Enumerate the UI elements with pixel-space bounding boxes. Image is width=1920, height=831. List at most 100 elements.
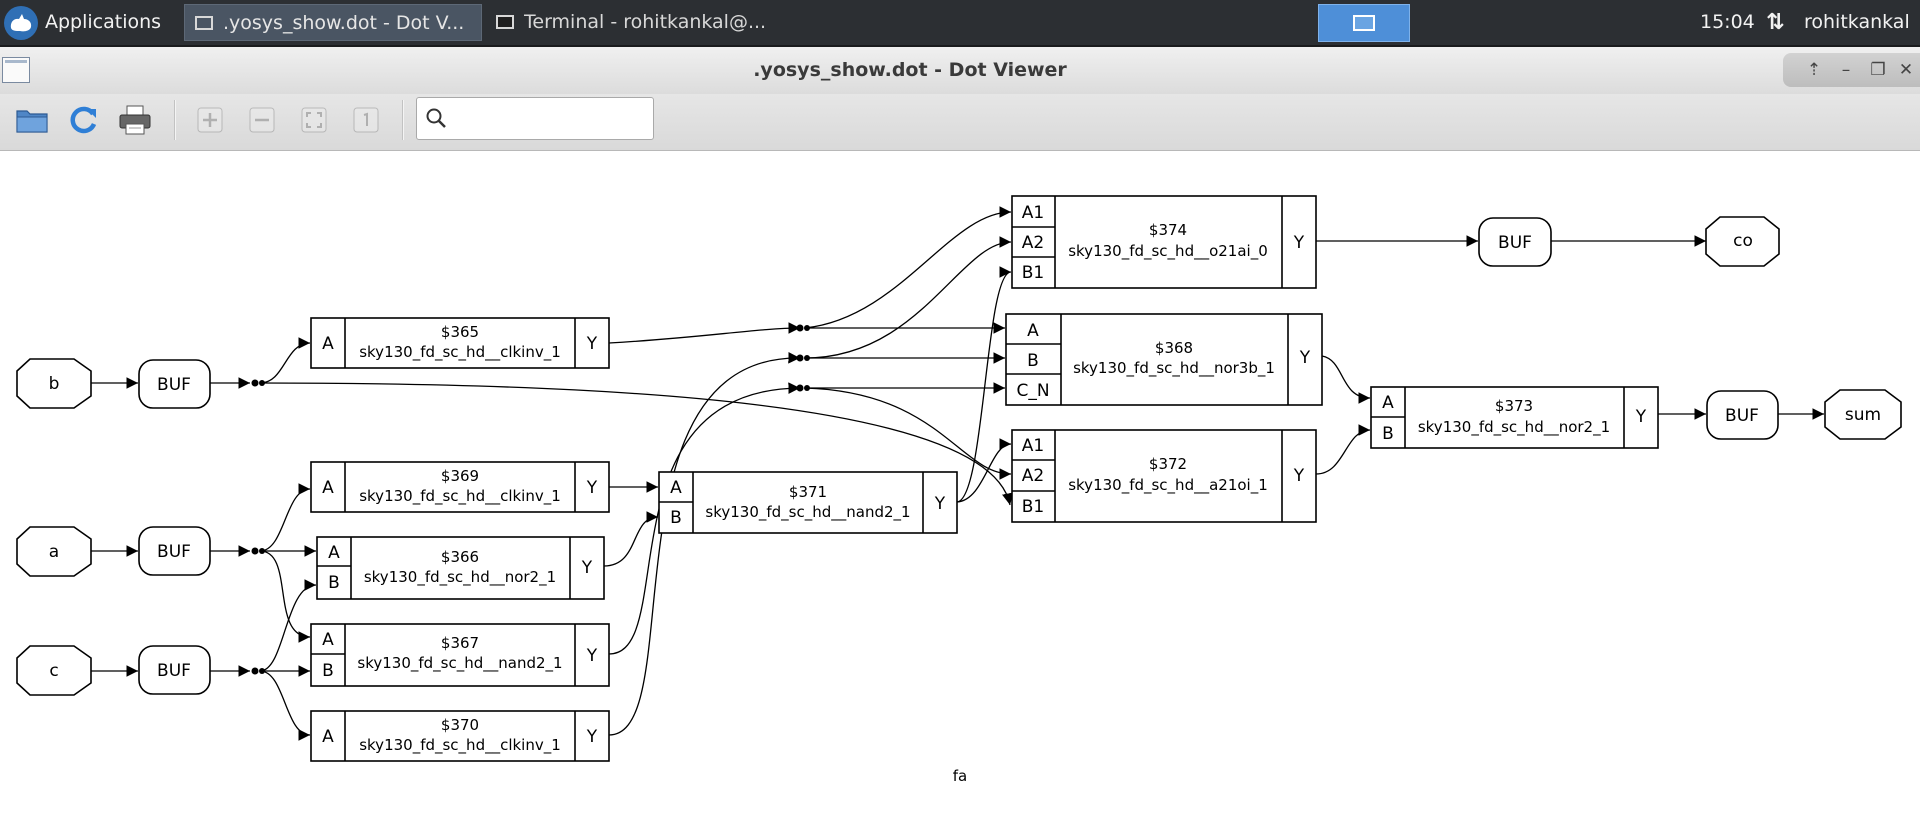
port-label: c — [49, 661, 58, 681]
toolbar — [0, 94, 1920, 151]
network-icon[interactable]: ⇅ — [1766, 10, 1785, 35]
applications-label: Applications — [45, 11, 162, 33]
pin-label: A2 — [1022, 233, 1044, 253]
pin-label: A — [670, 478, 682, 498]
cell-371[interactable]: A B $371 sky130_fd_sc_hd__nand2_1 Y — [658, 471, 958, 534]
pin-label: Y — [934, 494, 946, 514]
top-panel: Applications .yosys_show.dot - Dot V... … — [0, 0, 1920, 47]
zoom-out-button[interactable] — [242, 98, 282, 142]
cell-365[interactable]: A $365 sky130_fd_sc_hd__clkinv_1 Y — [310, 317, 610, 369]
pin-label: B — [1027, 351, 1039, 371]
cell-374[interactable]: A1 A2 B1 $374 sky130_fd_sc_hd__o21ai_0 Y — [1011, 195, 1317, 289]
cell-id: $374 — [1149, 221, 1187, 239]
cell-366[interactable]: A B $366 sky130_fd_sc_hd__nor2_1 Y — [316, 536, 605, 600]
show-desktop-button[interactable] — [1318, 4, 1410, 42]
cell-367[interactable]: A B $367 sky130_fd_sc_hd__nand2_1 Y — [310, 623, 610, 687]
cell-id: $370 — [441, 716, 479, 734]
cell-type: sky130_fd_sc_hd__clkinv_1 — [359, 487, 561, 506]
search-input[interactable] — [451, 103, 650, 135]
pin-label: B — [670, 508, 682, 528]
pin-label: Y — [586, 478, 598, 498]
output-port-co[interactable]: co — [1705, 216, 1780, 267]
pin-label: B1 — [1022, 263, 1044, 283]
pin-label: B — [328, 573, 340, 593]
cell-372[interactable]: A1 A2 B1 $372 sky130_fd_sc_hd__a21oi_1 Y — [1011, 429, 1317, 523]
cell-id: $371 — [789, 483, 827, 501]
cell-373[interactable]: A B $373 sky130_fd_sc_hd__nor2_1 Y — [1370, 386, 1659, 449]
print-button[interactable] — [115, 98, 155, 142]
buffer-label: BUF — [157, 542, 191, 562]
buffer-node-a[interactable]: BUF — [138, 526, 211, 576]
reload-icon — [70, 106, 97, 134]
cell-368[interactable]: A B C_N $368 sky130_fd_sc_hd__nor3b_1 Y — [1005, 313, 1323, 406]
pin-label: Y — [581, 558, 593, 578]
applications-menu-button[interactable]: Applications — [0, 0, 176, 45]
buffer-node-sum[interactable]: BUF — [1706, 390, 1779, 440]
reload-button[interactable] — [63, 98, 103, 142]
cell-type: sky130_fd_sc_hd__clkinv_1 — [359, 343, 561, 362]
cell-type: sky130_fd_sc_hd__nor3b_1 — [1073, 359, 1275, 378]
maximize-icon[interactable]: ❐ — [1870, 60, 1886, 80]
pin-label: B1 — [1022, 497, 1044, 517]
taskbar-item-terminal[interactable]: Terminal - rohitkankal@... — [486, 4, 786, 41]
search-field[interactable] — [416, 97, 654, 140]
open-button[interactable] — [12, 98, 52, 142]
port-label: sum — [1845, 405, 1881, 425]
buffer-label: BUF — [157, 375, 191, 395]
open-icon — [16, 110, 48, 133]
graph-canvas[interactable]: b a c co sum BUF BUF BUF BUF BUF A — [0, 150, 1920, 831]
zoom-in-button[interactable] — [190, 98, 230, 142]
search-icon — [426, 108, 446, 128]
taskbar-item-dot-viewer[interactable]: .yosys_show.dot - Dot V... — [184, 4, 482, 41]
buffer-label: BUF — [157, 661, 191, 681]
input-port-c[interactable]: c — [16, 645, 92, 696]
toolbar-separator — [402, 100, 404, 140]
buffer-node-b[interactable]: BUF — [138, 359, 211, 409]
input-port-a[interactable]: a — [16, 526, 92, 577]
buffer-node-co[interactable]: BUF — [1478, 217, 1552, 267]
minimize-icon[interactable]: – — [1841, 60, 1851, 80]
pin-label: A — [322, 334, 334, 354]
window-icon — [195, 16, 213, 30]
close-icon[interactable]: ✕ — [1898, 60, 1914, 80]
buffer-label: BUF — [1498, 233, 1532, 253]
pin-label: Y — [1299, 348, 1311, 368]
cell-id: $367 — [441, 634, 479, 652]
clock[interactable]: 15:04 — [1700, 11, 1755, 33]
window-menu-icon[interactable] — [2, 57, 30, 83]
cell-type: sky130_fd_sc_hd__clkinv_1 — [359, 736, 561, 755]
zoom-100-button[interactable] — [346, 98, 386, 142]
cell-370[interactable]: A $370 sky130_fd_sc_hd__clkinv_1 Y — [310, 710, 610, 762]
user-menu[interactable]: rohitkankal — [1804, 11, 1910, 33]
window-title: .yosys_show.dot - Dot Viewer — [753, 59, 1067, 81]
taskbar-item-label: Terminal - rohitkankal@... — [524, 11, 767, 33]
buffer-node-c[interactable]: BUF — [138, 645, 211, 695]
netlist-graph[interactable]: b a c co sum BUF BUF BUF BUF BUF A — [0, 150, 1920, 831]
shade-icon[interactable]: ⇡ — [1806, 60, 1822, 80]
terminal-icon — [496, 15, 514, 29]
port-label: co — [1733, 231, 1753, 251]
pin-label: A — [322, 478, 334, 498]
port-label: a — [49, 542, 59, 562]
cell-369[interactable]: A $369 sky130_fd_sc_hd__clkinv_1 Y — [310, 461, 610, 513]
pin-label: A1 — [1022, 436, 1044, 456]
cell-id: $372 — [1149, 455, 1187, 473]
pin-label: B — [1382, 424, 1394, 444]
input-port-b[interactable]: b — [16, 358, 92, 409]
pin-label: C_N — [1016, 381, 1049, 401]
cell-type: sky130_fd_sc_hd__a21oi_1 — [1068, 476, 1268, 495]
pin-label: A1 — [1022, 203, 1044, 223]
output-port-sum[interactable]: sum — [1824, 389, 1902, 440]
window-titlebar[interactable] — [0, 47, 1920, 94]
zoom-fit-button[interactable] — [294, 98, 334, 142]
cell-type: sky130_fd_sc_hd__nand2_1 — [705, 503, 910, 522]
buffer-label: BUF — [1725, 406, 1759, 426]
pin-label: Y — [586, 727, 598, 747]
port-label: b — [49, 374, 60, 394]
cell-type: sky130_fd_sc_hd__nand2_1 — [357, 654, 562, 673]
cell-id: $365 — [441, 323, 479, 341]
print-icon — [119, 105, 151, 135]
pin-label: A2 — [1022, 466, 1044, 486]
pin-label: Y — [1293, 466, 1305, 486]
graph-label: fa — [953, 767, 967, 785]
